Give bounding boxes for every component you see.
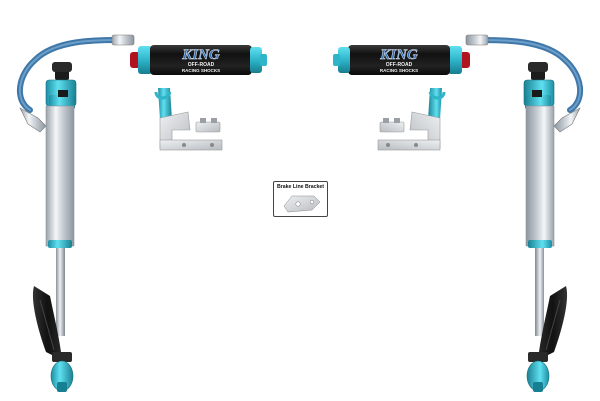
left-shock: [16, 34, 135, 392]
right-reservoir: [333, 45, 470, 75]
inset-title: Brake Line Bracket: [277, 184, 324, 190]
svg-text:OFF-ROAD: OFF-ROAD: [188, 62, 215, 68]
left-reservoir: [130, 45, 267, 75]
left-king-logo: KING OFF-ROAD RACING SHOCKS: [181, 47, 220, 73]
brake-line-bracket-image: [283, 195, 321, 213]
right-king-logo: KING OFF-ROAD RACING SHOCKS: [379, 47, 418, 73]
left-mount-bracket: [154, 88, 223, 151]
brake-line-bracket-inset: Brake Line Bracket: [273, 181, 328, 217]
svg-text:OFF-ROAD: OFF-ROAD: [386, 62, 413, 68]
svg-text:KING: KING: [181, 47, 220, 63]
svg-text:RACING SHOCKS: RACING SHOCKS: [182, 68, 220, 73]
right-mount-bracket: [377, 88, 446, 151]
svg-text:RACING SHOCKS: RACING SHOCKS: [380, 68, 418, 73]
svg-text:KING: KING: [379, 47, 418, 63]
right-shock: [465, 34, 584, 392]
